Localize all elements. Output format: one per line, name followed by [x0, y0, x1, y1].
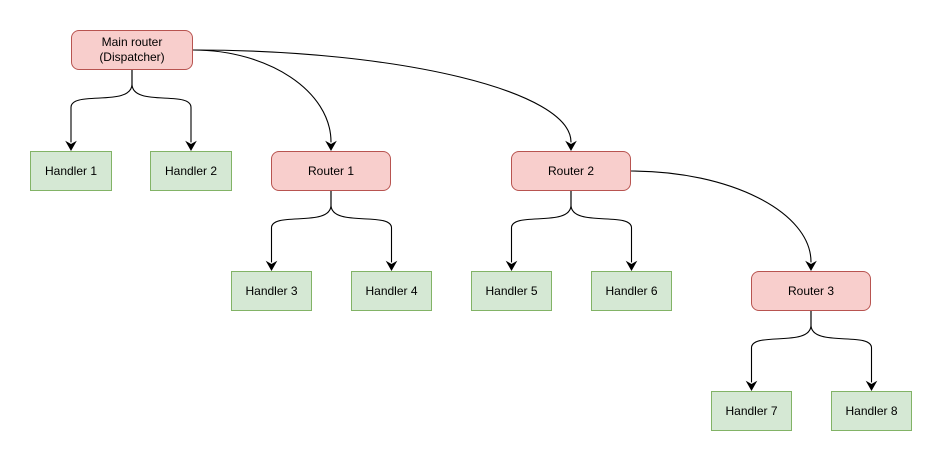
edge-router-2-to-router-3 — [630, 170, 812, 263]
edge-router-2-to-handler-5 — [510, 190, 572, 263]
node-main-router[interactable]: Main router (Dispatcher) — [71, 30, 193, 70]
edge-router-1-to-handler-4-arrow-icon — [385, 260, 398, 272]
node-handler-7[interactable]: Handler 7 — [711, 391, 792, 431]
edge-router-3-to-handler-8-arrow-icon — [865, 380, 878, 392]
edge-main-to-handler-1 — [70, 69, 133, 143]
edge-router-2-to-handler-6-arrow-icon — [625, 260, 638, 272]
edge-router-3-to-handler-8 — [810, 310, 873, 383]
edge-router-1-to-handler-4 — [330, 190, 393, 263]
edge-main-to-router-2 — [192, 49, 572, 143]
edge-main-to-handler-2-arrow-icon — [185, 140, 197, 152]
edge-main-to-router-1-arrow-icon — [325, 140, 337, 152]
node-handler-8[interactable]: Handler 8 — [831, 391, 912, 431]
edge-main-to-handler-1-arrow-icon — [65, 140, 77, 152]
node-handler-1[interactable]: Handler 1 — [30, 151, 112, 191]
edge-main-to-handler-2 — [131, 69, 192, 143]
edge-router-2-to-router-3-arrow-icon — [805, 260, 817, 272]
node-handler-4[interactable]: Handler 4 — [351, 271, 432, 311]
edge-router-2-to-handler-5-arrow-icon — [505, 260, 518, 272]
node-router-2[interactable]: Router 2 — [511, 151, 631, 191]
node-handler-2[interactable]: Handler 2 — [150, 151, 232, 191]
edge-router-3-to-handler-7 — [750, 310, 812, 383]
edges-group — [65, 49, 878, 392]
node-router-1[interactable]: Router 1 — [271, 151, 391, 191]
node-router-3[interactable]: Router 3 — [751, 271, 871, 311]
edge-router-1-to-handler-3 — [270, 190, 332, 263]
edge-main-to-router-1 — [192, 49, 332, 143]
node-handler-5[interactable]: Handler 5 — [471, 271, 552, 311]
edge-main-to-router-2-arrow-icon — [565, 140, 577, 152]
edge-router-1-to-handler-3-arrow-icon — [265, 260, 278, 272]
edge-router-2-to-handler-6 — [570, 190, 633, 263]
edge-router-3-to-handler-7-arrow-icon — [745, 380, 758, 392]
node-handler-3[interactable]: Handler 3 — [231, 271, 312, 311]
node-handler-6[interactable]: Handler 6 — [591, 271, 672, 311]
